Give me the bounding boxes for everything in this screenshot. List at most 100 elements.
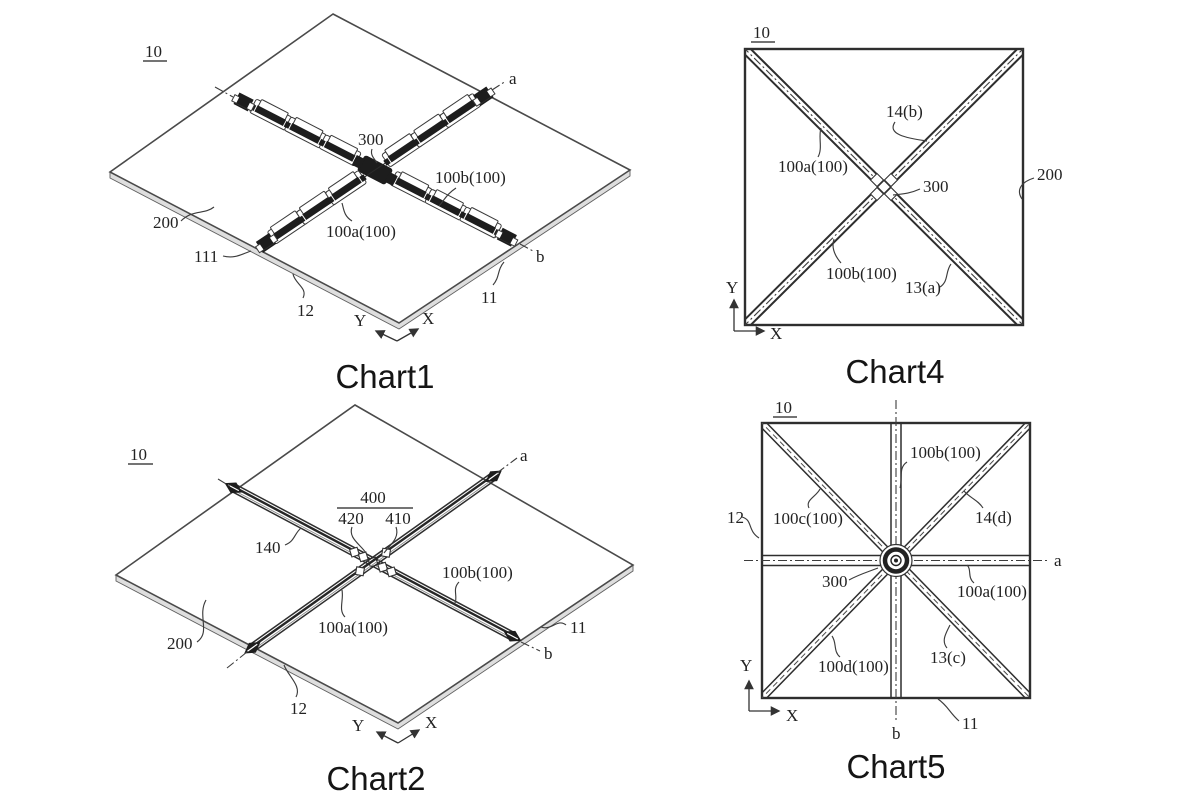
figure-chart5: 10 100b(100) 12 100c(100) 14(d) 300 a 10… bbox=[727, 398, 1062, 785]
section-line-b bbox=[519, 243, 534, 252]
fig1-label-b: b bbox=[536, 247, 545, 266]
fig2-axis-x: X bbox=[425, 713, 437, 732]
leader-14b bbox=[892, 121, 928, 142]
fig2-ref-10: 10 bbox=[130, 445, 147, 464]
leader-410 bbox=[383, 526, 398, 554]
fig2-label-a: a bbox=[520, 446, 528, 465]
fig1-label-12: 12 bbox=[297, 301, 314, 320]
leader-300 bbox=[892, 188, 921, 196]
leader-100d bbox=[831, 635, 841, 658]
leader-11 bbox=[540, 622, 567, 629]
fig4-label-200: 200 bbox=[1037, 165, 1063, 184]
leader-100a bbox=[966, 564, 975, 584]
leader-100b bbox=[899, 461, 908, 489]
leader-420 bbox=[350, 526, 367, 554]
section-line-mark bbox=[217, 478, 232, 488]
section-line-a bbox=[491, 80, 507, 91]
leader-13c bbox=[943, 624, 951, 649]
fig2-label-12: 12 bbox=[290, 699, 307, 718]
leader-11 bbox=[937, 698, 960, 722]
fig2-label-11: 11 bbox=[570, 618, 586, 637]
fig2-label-410: 410 bbox=[385, 509, 411, 528]
leader-12 bbox=[292, 273, 305, 299]
fig1-label-200: 200 bbox=[153, 213, 179, 232]
leader-100a bbox=[817, 127, 822, 158]
fig5-label-13c: 13(c) bbox=[930, 648, 966, 667]
section-line-mark bbox=[214, 86, 234, 98]
fig1-axis-y: Y bbox=[354, 311, 366, 330]
strip-rail bbox=[252, 477, 499, 653]
sensor-arm-b bbox=[252, 84, 497, 255]
section-line-mark bbox=[226, 651, 248, 669]
leader-100a bbox=[341, 202, 353, 222]
leader-100a bbox=[340, 589, 346, 618]
fig5-label-12: 12 bbox=[727, 508, 744, 527]
fig5-label-300: 300 bbox=[822, 572, 848, 591]
center-rosette-dot bbox=[894, 558, 898, 563]
leader-13a bbox=[939, 263, 952, 288]
leader-11 bbox=[492, 261, 505, 286]
fig5-label-100b: 100b(100) bbox=[910, 443, 981, 462]
fig5-label-11: 11 bbox=[962, 714, 978, 733]
fig2-label-200: 200 bbox=[167, 634, 193, 653]
fig4-label-100a: 100a(100) bbox=[778, 157, 848, 176]
fig1-label-11: 11 bbox=[481, 288, 497, 307]
figure-chart1: 10 300 100b(100) 100a(100) 200 111 12 11… bbox=[108, 13, 632, 395]
leader-100b bbox=[832, 238, 842, 264]
fig5-label-b: b bbox=[892, 724, 901, 743]
leader-300 bbox=[848, 567, 879, 581]
fig5-ref-10: 10 bbox=[775, 398, 792, 417]
leader-100b bbox=[454, 581, 460, 604]
fig5-axis-x: X bbox=[786, 706, 798, 725]
fig1-label-a: a bbox=[509, 69, 517, 88]
fig1-label-100b: 100b(100) bbox=[435, 168, 506, 187]
fig2-label-420: 420 bbox=[338, 509, 364, 528]
figure-chart2: 10 400 420 410 140 100b(100) 100a(100) 2… bbox=[114, 404, 635, 797]
fig4-caption: Chart4 bbox=[845, 353, 944, 390]
fig5-label-100d: 100d(100) bbox=[818, 657, 889, 676]
fig1-axis-x: X bbox=[422, 309, 434, 328]
fig1-caption: Chart1 bbox=[335, 358, 434, 395]
section-line-a bbox=[496, 457, 518, 474]
section-line-b bbox=[520, 641, 541, 652]
leader-200 bbox=[180, 206, 215, 222]
fig5-caption: Chart5 bbox=[846, 748, 945, 785]
leader-100b bbox=[438, 187, 457, 207]
fig1-label-111: 111 bbox=[194, 247, 218, 266]
leader-100c bbox=[807, 488, 821, 509]
axis-y-arrow bbox=[375, 731, 399, 744]
leader-140 bbox=[284, 527, 302, 546]
leader-111 bbox=[222, 250, 252, 258]
leader-12 bbox=[741, 516, 760, 539]
fig2-label-100a: 100a(100) bbox=[318, 618, 388, 637]
leader-200 bbox=[1018, 177, 1035, 200]
center-rosette-ring bbox=[882, 547, 910, 574]
strip-arm-b bbox=[240, 464, 506, 660]
strip-rail bbox=[253, 477, 496, 650]
fig4-axis-y: Y bbox=[726, 278, 738, 297]
fig4-label-13a: 13(a) bbox=[905, 278, 941, 297]
fig5-label-100a: 100a(100) bbox=[957, 582, 1027, 601]
leader-12 bbox=[283, 664, 298, 698]
fig2-caption: Chart2 bbox=[326, 760, 425, 797]
fig2-label-400: 400 bbox=[360, 488, 386, 507]
fig1-label-100a: 100a(100) bbox=[326, 222, 396, 241]
fig5-label-14d: 14(d) bbox=[975, 508, 1012, 527]
strip-core bbox=[251, 474, 494, 648]
fig5-axis-y: Y bbox=[740, 656, 752, 675]
axis-x-arrow bbox=[396, 328, 420, 342]
axis-x-arrow bbox=[397, 729, 421, 744]
fig2-label-140: 140 bbox=[255, 538, 281, 557]
leader-200 bbox=[196, 599, 207, 643]
fig2-axis-y: Y bbox=[352, 716, 364, 735]
fig5-label-100c: 100c(100) bbox=[773, 509, 843, 528]
strip-rail bbox=[247, 471, 494, 647]
figure-chart4: 10 14(b) 100a(100) 300 200 100b(100) 13(… bbox=[726, 23, 1063, 390]
leader-300 bbox=[370, 148, 378, 164]
fig1-ref-10: 10 bbox=[145, 42, 162, 61]
axis-y-arrow bbox=[374, 330, 398, 342]
fig4-label-14b: 14(b) bbox=[886, 102, 923, 121]
leader-14d bbox=[963, 490, 984, 509]
